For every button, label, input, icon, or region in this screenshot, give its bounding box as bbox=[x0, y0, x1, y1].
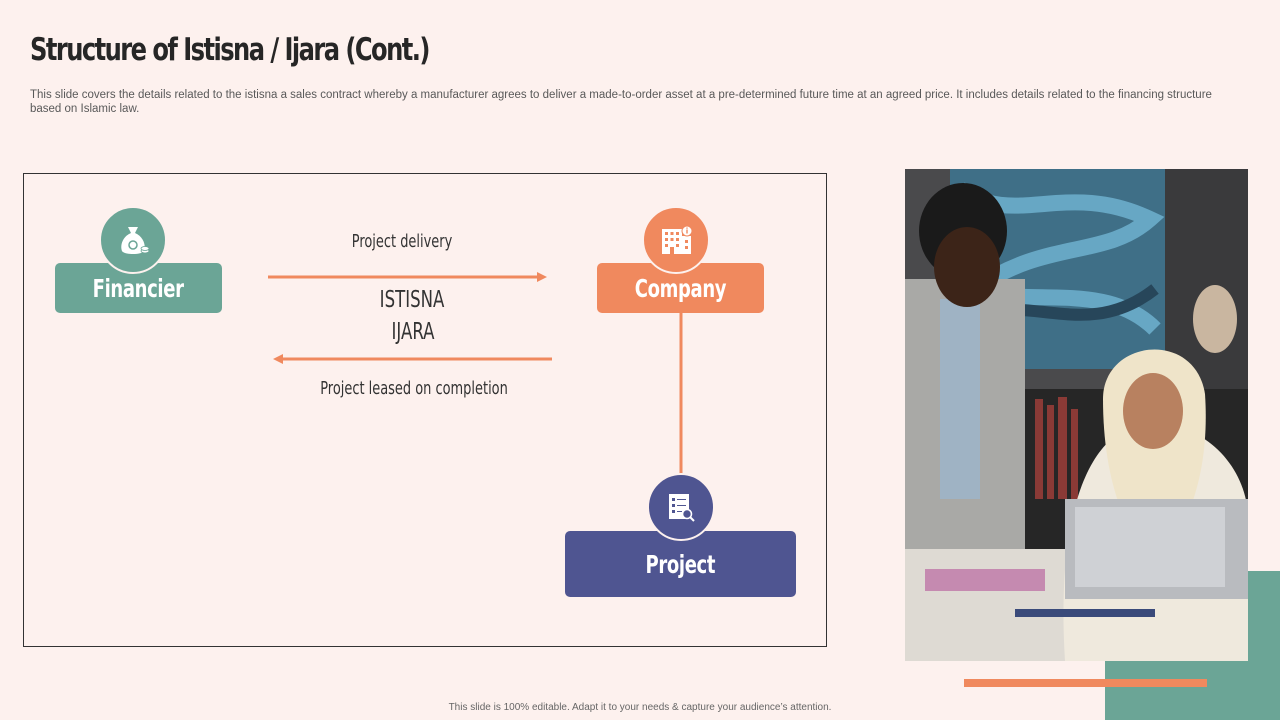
slide-subtitle: This slide covers the details related to… bbox=[30, 88, 1230, 116]
financier-icon-circle bbox=[99, 206, 167, 274]
photo-illustration bbox=[905, 169, 1248, 661]
document-search-icon bbox=[664, 490, 698, 524]
project-icon-circle bbox=[647, 473, 715, 541]
decorative-orange-bar bbox=[964, 679, 1207, 687]
arrow-to-financier-head bbox=[273, 354, 283, 364]
company-icon-circle bbox=[642, 206, 710, 274]
slide-title: Structure of Istisna / Ijara (Cont.) bbox=[30, 32, 429, 68]
diagram-frame: Financier Company bbox=[23, 173, 827, 647]
slide-footer: This slide is 100% editable. Adapt it to… bbox=[0, 702, 1280, 713]
arrow-to-company-head bbox=[537, 272, 547, 282]
money-bag-icon bbox=[115, 222, 151, 258]
office-building-icon bbox=[657, 221, 695, 259]
team-photo bbox=[905, 169, 1248, 661]
